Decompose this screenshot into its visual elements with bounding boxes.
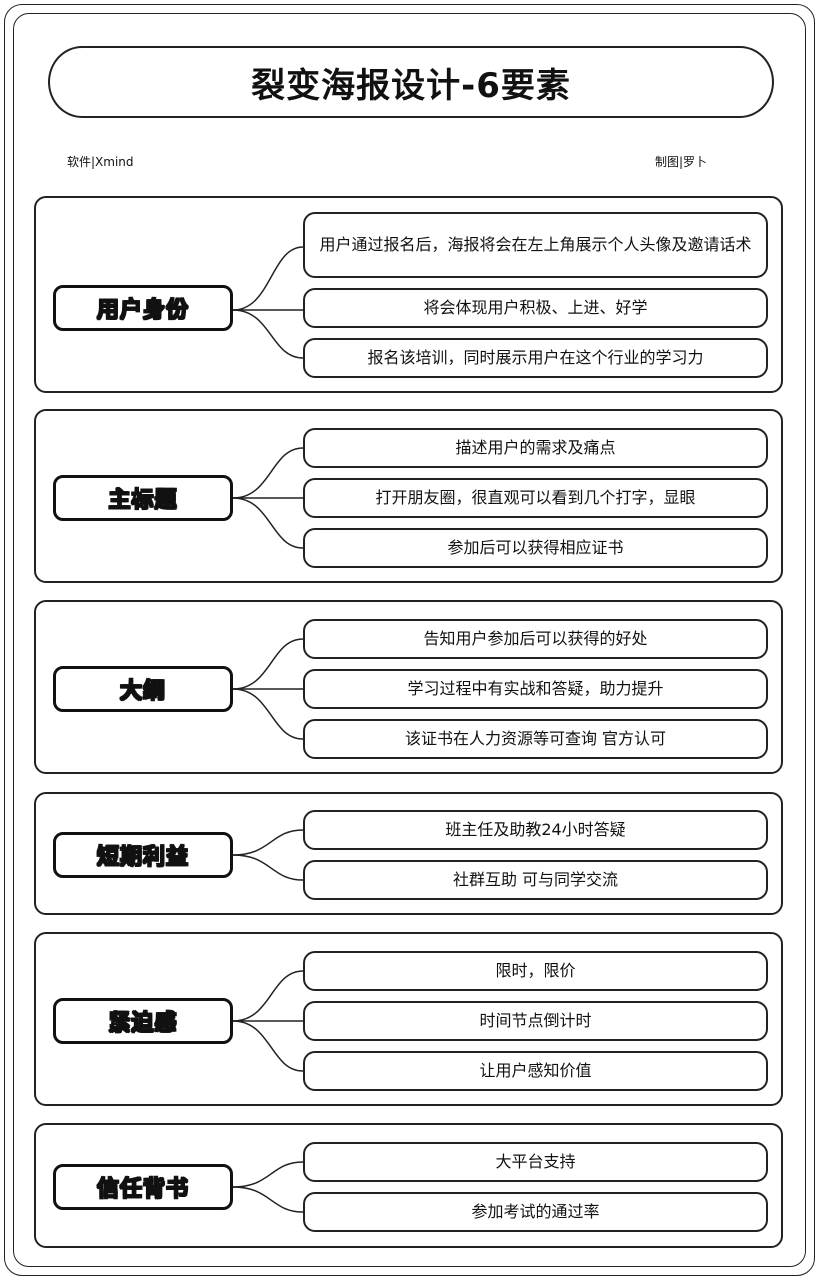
software-credit: 软件|Xmind xyxy=(67,155,134,169)
branch-item: 该证书在人力资源等可查询 官方认可 xyxy=(303,719,768,759)
section-outline: 大纲 告知用户参加后可以获得的好处 学习过程中有实战和答疑，助力提升 该证书在人… xyxy=(34,600,783,774)
section-main-title: 主标题 描述用户的需求及痛点 打开朋友圈，很直观可以看到几个打字，显眼 参加后可… xyxy=(34,409,783,583)
connector-lines xyxy=(232,1161,304,1213)
topic-node: 用户身份 xyxy=(53,285,233,331)
branch-item: 用户通过报名后，海报将会在左上角展示个人头像及邀请话术 xyxy=(303,212,768,278)
topic-node: 大纲 xyxy=(53,666,233,712)
section-user-identity: 用户身份 用户通过报名后，海报将会在左上角展示个人头像及邀请话术 将会体现用户积… xyxy=(34,196,783,393)
title-box: 裂变海报设计-6要素 xyxy=(48,46,774,118)
outer-frame xyxy=(4,4,815,1276)
branch-item: 时间节点倒计时 xyxy=(303,1001,768,1041)
topic-label: 主标题 xyxy=(108,487,178,513)
topic-label: 用户身份 xyxy=(96,297,189,323)
branch-item: 参加考试的通过率 xyxy=(303,1192,768,1232)
topic-label: 紧迫感 xyxy=(108,1010,178,1036)
connector-lines xyxy=(232,246,304,359)
branch-item: 大平台支持 xyxy=(303,1142,768,1182)
topic-node: 紧迫感 xyxy=(53,998,233,1044)
page-title: 裂变海报设计-6要素 xyxy=(251,65,571,106)
branch-item: 班主任及助教24小时答疑 xyxy=(303,810,768,850)
connector-lines xyxy=(232,970,304,1072)
topic-label: 短期利益 xyxy=(96,844,189,870)
connector-lines xyxy=(232,638,304,740)
topic-node: 主标题 xyxy=(53,475,233,521)
branch-item: 让用户感知价值 xyxy=(303,1051,768,1091)
connector-lines xyxy=(232,829,304,881)
topic-node: 短期利益 xyxy=(53,832,233,878)
section-trust-endorsement: 信任背书 大平台支持 参加考试的通过率 xyxy=(34,1123,783,1248)
branch-item: 描述用户的需求及痛点 xyxy=(303,428,768,468)
branch-item: 社群互助 可与同学交流 xyxy=(303,860,768,900)
branch-item: 将会体现用户积极、上进、好学 xyxy=(303,288,768,328)
branch-item: 参加后可以获得相应证书 xyxy=(303,528,768,568)
section-short-term-benefit: 短期利益 班主任及助教24小时答疑 社群互助 可与同学交流 xyxy=(34,792,783,915)
topic-node: 信任背书 xyxy=(53,1164,233,1210)
inner-frame xyxy=(13,13,806,1267)
connector-lines xyxy=(232,447,304,549)
topic-label: 信任背书 xyxy=(96,1176,189,1202)
author-credit: 制图|罗卜 xyxy=(655,155,708,169)
branch-item: 学习过程中有实战和答疑，助力提升 xyxy=(303,669,768,709)
section-urgency: 紧迫感 限时，限价 时间节点倒计时 让用户感知价值 xyxy=(34,932,783,1106)
branch-item: 告知用户参加后可以获得的好处 xyxy=(303,619,768,659)
branch-item: 打开朋友圈，很直观可以看到几个打字，显眼 xyxy=(303,478,768,518)
branch-item: 限时，限价 xyxy=(303,951,768,991)
topic-label: 大纲 xyxy=(119,678,166,704)
branch-item: 报名该培训，同时展示用户在这个行业的学习力 xyxy=(303,338,768,378)
